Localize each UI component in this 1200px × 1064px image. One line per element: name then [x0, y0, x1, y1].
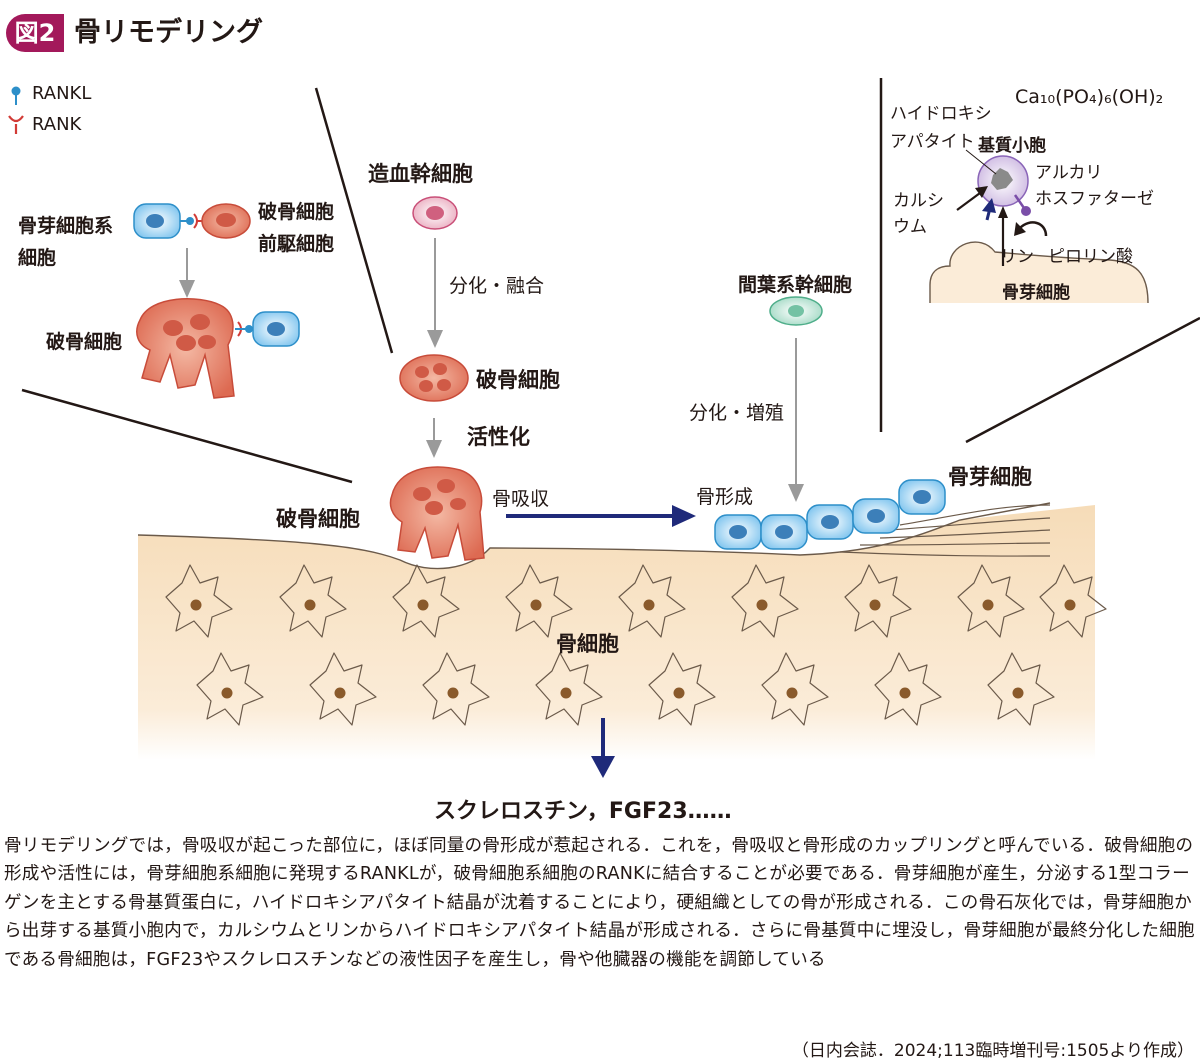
figure-source: （日内会誌．2024;113臨時増刊号:1505より作成）	[791, 1041, 1194, 1061]
active-osteoclast-icon	[389, 466, 485, 561]
osteocyte-cell	[618, 564, 686, 638]
osteoblast-cell	[806, 504, 854, 540]
osteoid-layers	[839, 504, 1051, 557]
hematopoietic-stem-cell-icon	[412, 196, 458, 230]
osteocyte-cell	[844, 564, 912, 638]
hydroxyapatite-pointer	[965, 149, 997, 175]
osteocyte-nucleus	[673, 687, 685, 699]
label-hydroxyapatite-formula: Ca₁₀(PO₄)₆(OH)₂	[1015, 86, 1164, 108]
osteocyte-nucleus	[869, 599, 881, 611]
osteocyte-cell	[196, 652, 264, 726]
osteoblast-cell	[760, 514, 808, 550]
osteocyte-nucleus	[221, 687, 233, 699]
mesenchymal-stem-cell-icon	[769, 296, 823, 326]
label-bone-formation: 骨形成	[696, 486, 754, 508]
phosphate-arrow-blue	[982, 198, 996, 221]
phosphate-arrow-up	[998, 206, 1008, 266]
rankl-legend-icon	[11, 86, 21, 105]
osteocyte-cell	[648, 652, 716, 726]
osteocyte-cell	[731, 564, 799, 638]
osteocyte-nucleus	[1064, 599, 1076, 611]
figure-caption: 骨リモデリングでは，骨吸収が起こった部位に，ほぼ同量の骨形成が惹起される．これを…	[4, 836, 1195, 970]
osteoblast-cell	[852, 498, 900, 534]
osteocyte-cell	[761, 652, 829, 726]
legend-rank: RANK	[32, 114, 82, 135]
figure-badge: 図2	[6, 14, 64, 52]
osteocyte-nucleus	[756, 599, 768, 611]
label-osteoclast-resorbing: 破骨細胞	[276, 507, 360, 531]
osteocyte-cell	[535, 652, 603, 726]
matrix-vesicle-icon	[977, 155, 1031, 216]
osteocyte-nucleus	[560, 687, 572, 699]
label-phosphate: リン	[1000, 247, 1034, 267]
osteoblast-lineage-cell-icon	[133, 203, 194, 239]
label-osteoblast-lineage-cell: 骨芽細胞系 細胞	[18, 215, 114, 269]
rank-legend-icon	[8, 115, 24, 134]
zoom-line-right-diagonal	[965, 316, 1200, 444]
osteoclast-precursor-icon	[193, 203, 251, 239]
osteocyte-nucleus	[447, 687, 459, 699]
label-differentiation-proliferation: 分化・増殖	[689, 402, 785, 424]
label-alkaline-phosphatase: アルカリ ホスファターゼ	[1035, 163, 1154, 209]
osteocyte-cell	[279, 564, 347, 638]
label-osteoblast: 骨芽細胞	[948, 465, 1032, 489]
legend-rankl: RANKL	[32, 83, 92, 104]
label-calcium: カルシ ウム	[893, 191, 944, 237]
label-mesenchymal-stem-cell: 間葉系幹細胞	[738, 274, 853, 296]
label-bone-resorption: 骨吸収	[492, 488, 550, 510]
osteocyte-nucleus	[530, 599, 542, 611]
osteocyte-cell	[1039, 564, 1107, 638]
label-hematopoietic-stem-cell: 造血幹細胞	[368, 162, 473, 186]
label-osteoclast-center: 破骨細胞	[476, 368, 560, 392]
bone-matrix	[138, 505, 1095, 760]
zoom-line-left-top	[314, 87, 394, 354]
calcium-arrow	[956, 186, 988, 211]
osteocyte-cell	[392, 564, 460, 638]
osteocyte-nucleus	[643, 599, 655, 611]
osteoblast-cell	[714, 514, 762, 550]
label-pyrophosphate: ピロリン酸	[1048, 247, 1133, 267]
label-osteoclast-precursor: 破骨細胞 前駆細胞	[258, 201, 335, 255]
osteocyte-cell	[309, 652, 377, 726]
label-matrix-vesicle: 基質小胞	[978, 136, 1046, 156]
label-secreted-factors: スクレロスチン，FGF23……	[434, 799, 732, 824]
osteocyte-nucleus	[899, 687, 911, 699]
osteocyte-nucleus	[334, 687, 346, 699]
osteocyte-cell	[987, 652, 1055, 726]
bone-remodeling-diagram	[8, 78, 1200, 778]
figure-title: 骨リモデリング	[74, 17, 263, 48]
label-differentiation-fusion: 分化・融合	[449, 275, 545, 297]
label-osteoclast-inset: 破骨細胞	[46, 331, 123, 353]
osteocyte-nucleus	[190, 599, 202, 611]
osteocyte-network	[165, 564, 1107, 726]
osteocyte-nucleus	[304, 599, 316, 611]
label-hydroxyapatite: ハイドロキシ アパタイト	[890, 104, 992, 152]
osteocyte-nucleus	[417, 599, 429, 611]
osteocyte-cell	[422, 652, 490, 726]
osteocyte-nucleus	[786, 687, 798, 699]
secretion-arrow-down	[591, 718, 615, 778]
osteocyte-nucleus	[982, 599, 994, 611]
osteoblast-inset-icon	[929, 241, 1149, 304]
label-activation: 活性化	[467, 425, 530, 449]
label-osteoblast-inset: 骨芽細胞	[1002, 283, 1070, 303]
coupling-arrow	[506, 505, 696, 527]
bone-surface-line	[137, 502, 1051, 570]
osteocyte-cell	[165, 564, 233, 638]
pyrophosphate-curved-arrow	[1014, 221, 1048, 237]
osteoblast-cell	[898, 479, 946, 515]
osteoclast-center-icon	[399, 354, 469, 402]
osteocyte-cell	[505, 564, 573, 638]
osteocyte-cell	[957, 564, 1025, 638]
zoom-line-left-bottom	[21, 388, 353, 484]
osteocyte-nucleus	[1012, 687, 1024, 699]
mature-osteoclast-inset-icon	[136, 298, 300, 399]
osteoblast-row	[714, 479, 946, 550]
label-osteocyte: 骨細胞	[556, 632, 619, 656]
osteocyte-cell	[874, 652, 942, 726]
